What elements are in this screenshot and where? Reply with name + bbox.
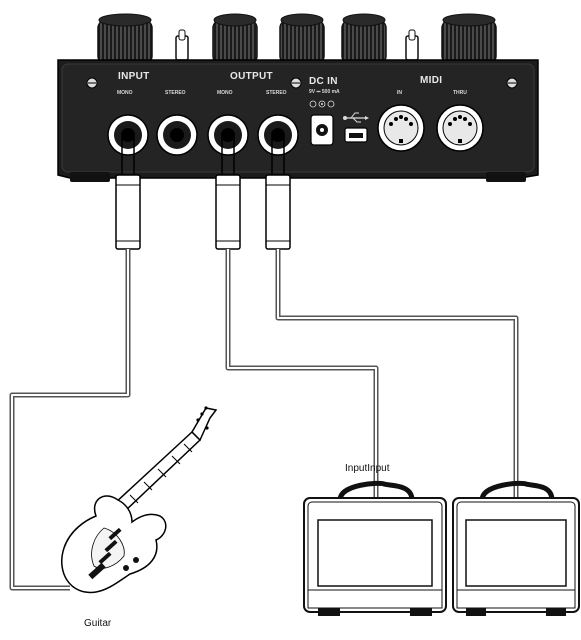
usb-icon xyxy=(343,112,369,123)
knob-2[interactable] xyxy=(212,13,258,65)
dc-in-jack[interactable] xyxy=(310,114,334,146)
midi-in-port[interactable] xyxy=(377,104,425,152)
screw-icon xyxy=(86,77,98,89)
amplifier-right xyxy=(452,480,580,616)
plug-output-mono xyxy=(215,135,241,250)
amplifier-left xyxy=(303,480,447,616)
plug-input-mono xyxy=(115,135,141,250)
screw-icon xyxy=(506,77,518,89)
knobs xyxy=(97,13,497,65)
screws xyxy=(86,77,518,89)
toggle-switch-right[interactable] xyxy=(405,29,419,61)
screw-icon xyxy=(290,77,302,89)
knob-3[interactable] xyxy=(279,13,325,65)
output-mono-jack[interactable] xyxy=(207,114,249,156)
input-stereo-jack[interactable] xyxy=(156,114,198,156)
dc-in-label: DC IN xyxy=(309,76,338,87)
knob-4[interactable] xyxy=(341,13,387,65)
input-mono-label: MONO xyxy=(117,90,133,96)
output-stereo-jack[interactable] xyxy=(257,114,299,156)
input-mono-jack[interactable] xyxy=(107,114,149,156)
knob-1[interactable] xyxy=(97,13,153,65)
midi-label: MIDI xyxy=(420,75,443,86)
midi-thru-port[interactable] xyxy=(436,104,484,152)
output-mono-label: MONO xyxy=(217,90,233,96)
input-label: INPUT xyxy=(118,71,150,82)
dc-polarity-icon xyxy=(309,100,335,108)
cable-amp-left xyxy=(225,249,379,500)
toggle-switch-left[interactable] xyxy=(175,29,189,61)
midi-thru-label: THRU xyxy=(453,90,467,96)
cable-guitar xyxy=(9,249,131,591)
output-label: OUTPUT xyxy=(230,71,273,82)
midi-in-label: IN xyxy=(397,90,402,96)
guitar-label: Guitar xyxy=(84,618,112,629)
usb-port[interactable] xyxy=(344,127,368,143)
cable-amp-right xyxy=(275,249,519,500)
amp-label: InputInput xyxy=(345,463,390,474)
output-stereo-label: STEREO xyxy=(266,90,287,96)
input-stereo-label: STEREO xyxy=(165,90,186,96)
cable-plugs xyxy=(115,135,291,250)
knob-5[interactable] xyxy=(441,13,497,65)
dc-in-spec: 9V ⎓ 500 mA xyxy=(309,89,340,95)
guitar-icon xyxy=(61,406,218,594)
